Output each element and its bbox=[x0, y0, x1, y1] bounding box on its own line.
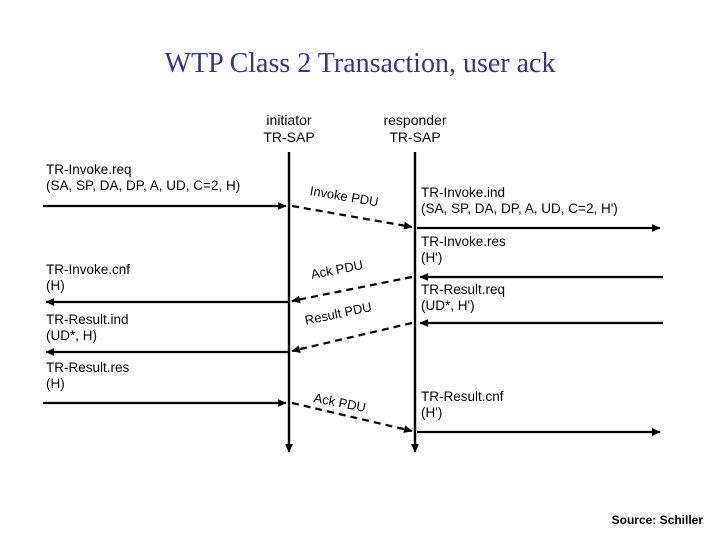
primitive-name: TR-Invoke.res bbox=[421, 234, 506, 249]
column-header-initiator: initiator TR-SAP bbox=[219, 112, 359, 146]
column-header-responder: responder TR-SAP bbox=[345, 112, 485, 146]
primitive-name: TR-Invoke.cnf bbox=[46, 262, 131, 277]
source-attribution: Source: Schiller bbox=[611, 513, 703, 527]
initiator-sap-label: TR-SAP bbox=[263, 129, 315, 145]
pdu-arrow-ack-2 bbox=[291, 401, 413, 433]
primitive-params: (H) bbox=[46, 278, 65, 293]
primitive-params: (SA, SP, DA, DP, A, UD, C=2, H) bbox=[46, 178, 241, 193]
primitive-tr-result-res: TR-Result.res (H) bbox=[46, 360, 129, 392]
primitive-tr-result-ind: TR-Result.ind (UD*, H) bbox=[46, 312, 129, 344]
primitive-params: (UD*, H) bbox=[46, 328, 97, 343]
initiator-role-label: initiator bbox=[266, 112, 312, 128]
primitive-params: (H') bbox=[421, 250, 443, 265]
primitive-name: TR-Invoke.ind bbox=[421, 185, 506, 200]
responder-sap-label: TR-SAP bbox=[389, 129, 441, 145]
primitive-name: TR-Result.req bbox=[421, 282, 506, 297]
primitive-params: (SA, SP, DA, DP, A, UD, C=2, H') bbox=[421, 201, 618, 216]
primitive-tr-invoke-ind: TR-Invoke.ind (SA, SP, DA, DP, A, UD, C=… bbox=[421, 185, 618, 217]
primitive-name: TR-Result.res bbox=[46, 360, 130, 375]
primitive-name: TR-Result.ind bbox=[46, 312, 129, 327]
primitive-params: (H') bbox=[421, 405, 443, 420]
primitive-params: (H) bbox=[46, 376, 65, 391]
pdu-arrow-ack-1 bbox=[291, 275, 413, 304]
primitive-params: (UD*, H') bbox=[421, 298, 475, 313]
primitive-tr-invoke-cnf: TR-Invoke.cnf (H) bbox=[46, 262, 130, 294]
primitive-tr-invoke-res: TR-Invoke.res (H') bbox=[421, 234, 506, 266]
primitive-name: TR-Result.cnf bbox=[421, 389, 504, 404]
primitive-tr-result-req: TR-Result.req (UD*, H') bbox=[421, 282, 505, 314]
page-title: WTP Class 2 Transaction, user ack bbox=[164, 48, 556, 79]
primitive-tr-result-cnf: TR-Result.cnf (H') bbox=[421, 389, 504, 421]
primitive-name: TR-Invoke.req bbox=[46, 162, 132, 177]
pdu-arrow-invoke bbox=[291, 204, 413, 230]
pdu-arrow-result bbox=[291, 321, 413, 353]
responder-role-label: responder bbox=[383, 112, 447, 128]
primitive-tr-invoke-req: TR-Invoke.req (SA, SP, DA, DP, A, UD, C=… bbox=[46, 162, 240, 194]
